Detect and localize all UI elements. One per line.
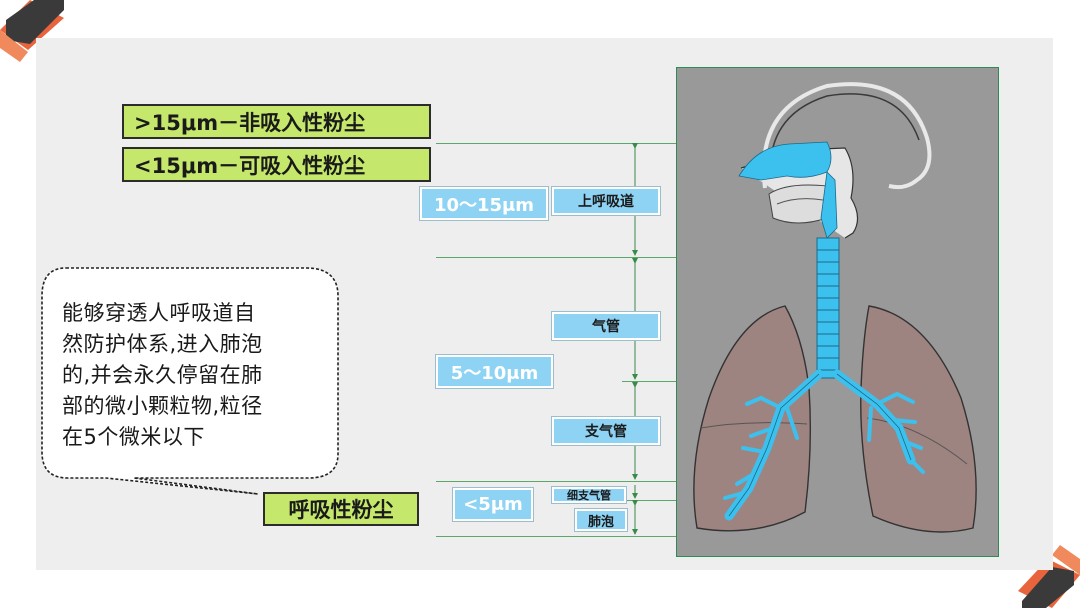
region-alveoli: 肺泡	[575, 509, 627, 531]
bubble-line: 部的微小颗粒物,粒径	[62, 391, 324, 422]
non-inhalable-dust-label: >15μm－非吸入性粉尘	[122, 104, 431, 139]
bubble-description: 能够穿透人呼吸道自 然防护体系,进入肺泡 的,并会永久停留在肺 部的微小颗粒物,…	[62, 298, 324, 453]
region-bronchioles: 细支气管	[552, 487, 626, 503]
region-trachea: 气管	[552, 312, 660, 340]
size-range-middle: 5～10μm	[436, 355, 553, 388]
bubble-line: 的,并会永久停留在肺	[62, 360, 324, 391]
respiratory-anatomy-illustration	[676, 67, 999, 557]
size-range-lower: <5μm	[453, 488, 533, 521]
respiratory-system-drawing	[677, 68, 998, 556]
inhalable-dust-label: <15μm－可吸入性粉尘	[122, 147, 431, 182]
bubble-line: 在5个微米以下	[62, 422, 324, 453]
region-upper-airway: 上呼吸道	[552, 187, 660, 215]
bubble-line: 然防护体系,进入肺泡	[62, 329, 324, 360]
bubble-line: 能够穿透人呼吸道自	[62, 298, 324, 329]
size-range-upper: 10～15μm	[420, 187, 548, 220]
region-bronchi: 支气管	[552, 417, 660, 445]
